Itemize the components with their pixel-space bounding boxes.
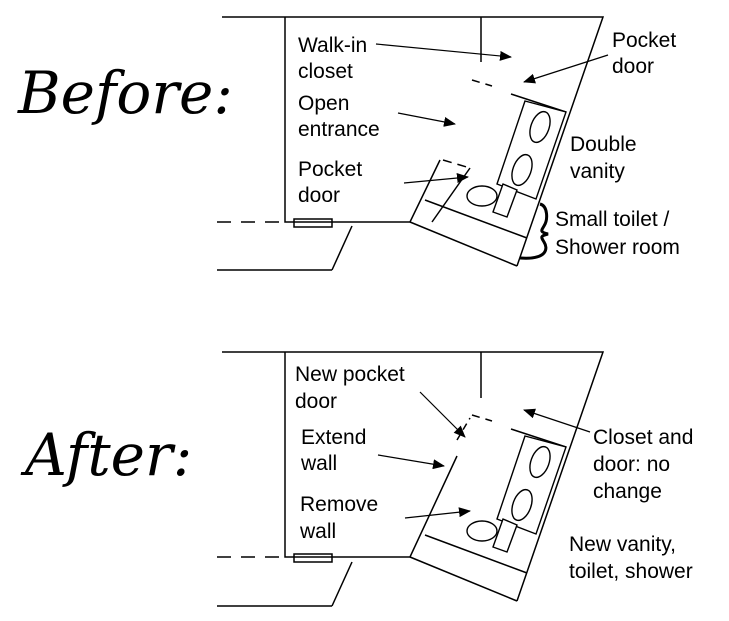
label-pocket-door-right: Pocket door xyxy=(612,29,682,78)
before-vanity-counter xyxy=(496,100,567,200)
after-lower-wall-diagonal xyxy=(331,561,353,607)
label-new-pocket-door: New pocket door xyxy=(295,363,411,413)
before-pocket-door-lower xyxy=(442,159,471,169)
label-closet-no-change: Closet and door: no change xyxy=(593,426,699,503)
after-window xyxy=(293,553,333,563)
before-window xyxy=(293,218,333,228)
before-heading: Before: xyxy=(17,59,233,127)
before-section: Before: xyxy=(17,16,682,271)
before-outer-wall xyxy=(222,16,605,267)
before-lower-wall-diagonal xyxy=(331,225,353,271)
arrow-open-entrance xyxy=(397,112,456,127)
arrow-pocket-door-left xyxy=(403,173,469,184)
after-section: After: New pocket door Extend xyxy=(20,351,699,607)
arrow-closet-no-change xyxy=(523,408,591,433)
before-pocket-door-top xyxy=(471,79,493,87)
after-floor-plan xyxy=(217,351,605,607)
after-bath-wall xyxy=(409,556,518,602)
after-room-wall xyxy=(284,352,458,558)
label-walk-in-closet: Walk-in closet xyxy=(298,34,373,83)
label-double-vanity: Double vanity xyxy=(570,133,642,183)
arrow-remove-wall xyxy=(404,507,471,519)
label-pocket-door-left: Pocket door xyxy=(298,158,368,207)
after-sink-2 xyxy=(511,488,533,522)
arrow-extend-wall xyxy=(377,454,445,470)
after-toilet-room xyxy=(424,534,528,574)
after-toilet-tank xyxy=(492,518,518,553)
after-vanity-counter xyxy=(496,435,567,535)
after-pocket-door-top xyxy=(471,414,493,422)
before-toilet-bowl xyxy=(466,185,498,207)
label-toilet-shower: Small toilet / Shower room xyxy=(555,208,680,259)
before-toilet-tank xyxy=(492,183,518,218)
before-room-wall xyxy=(284,17,441,223)
after-outer-wall xyxy=(222,351,605,602)
after-sink-1 xyxy=(529,445,551,479)
before-toilet-room xyxy=(424,199,528,239)
label-remove-wall: Remove wall xyxy=(299,493,384,543)
before-bath-wall xyxy=(409,221,518,267)
after-heading: After: xyxy=(20,421,192,489)
label-extend-wall: Extend wall xyxy=(300,426,372,475)
after-toilet-bowl xyxy=(466,520,498,542)
before-floor-plan xyxy=(217,16,605,271)
brace-icon xyxy=(519,202,549,260)
after-pocket-door-new xyxy=(456,417,471,441)
arrow-walk-in-closet xyxy=(375,43,512,61)
arrow-new-pocket-door xyxy=(419,391,466,438)
before-sink-1 xyxy=(529,110,551,144)
arrow-pocket-door-right xyxy=(523,54,609,84)
label-open-entrance: Open entrance xyxy=(298,92,380,141)
before-sink-2 xyxy=(511,153,533,187)
label-new-fixtures: New vanity, toilet, shower xyxy=(569,533,693,583)
